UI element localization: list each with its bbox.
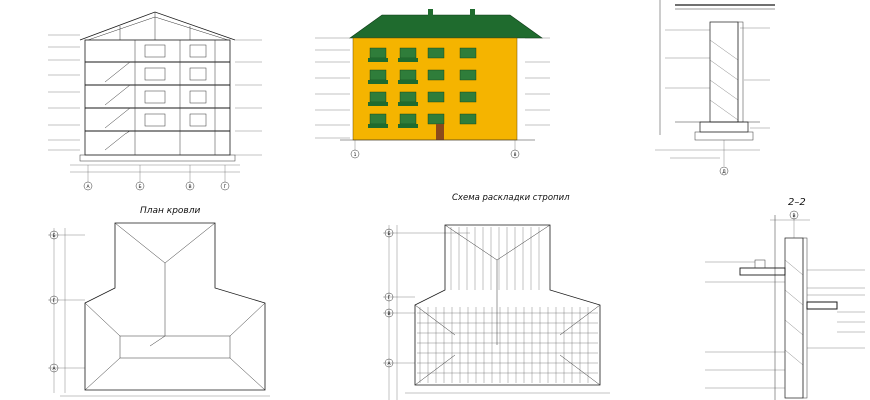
facade-window xyxy=(399,113,417,125)
wall-detail-drawing: Д xyxy=(655,0,775,176)
svg-text:В: В xyxy=(792,213,795,219)
svg-text:А: А xyxy=(86,184,90,190)
facade-roof xyxy=(349,14,543,39)
facade-window xyxy=(399,47,417,59)
section-2-2-axis-marker xyxy=(789,210,799,220)
facade-balcony xyxy=(398,102,418,106)
svg-text:В: В xyxy=(387,311,390,317)
facade-window xyxy=(427,69,445,81)
facade-balcony xyxy=(398,124,418,128)
facade-window xyxy=(427,47,445,59)
svg-text:1: 1 xyxy=(354,152,357,158)
facade-window xyxy=(369,69,387,81)
building-section-drawing: А Б В Г xyxy=(48,11,262,191)
svg-text:В: В xyxy=(188,184,191,190)
svg-text:Б: Б xyxy=(52,233,55,239)
section-axis-markers: А Б В Г xyxy=(83,165,230,191)
roof-outline-plan xyxy=(84,222,266,391)
staircase xyxy=(104,61,131,151)
facade-window xyxy=(427,113,445,125)
facade-window xyxy=(427,91,445,103)
facade-window xyxy=(459,69,477,81)
svg-text:А: А xyxy=(387,361,391,367)
rafter-grid xyxy=(417,227,598,383)
facade-window xyxy=(459,113,477,125)
facade-balcony xyxy=(368,80,388,84)
facade-window xyxy=(399,91,417,103)
section-2-2-title: 2–2 xyxy=(788,197,806,208)
facade-balcony xyxy=(368,58,388,62)
left-level-marks xyxy=(48,34,80,151)
svg-text:Г: Г xyxy=(388,295,391,301)
roof-plan-dimension-lines xyxy=(48,228,85,393)
facade-axis-markers: 1 8 xyxy=(350,140,520,159)
roof-plan-drawing: Б Г А xyxy=(48,222,270,397)
rafter-layout-drawing: Б Г В А xyxy=(383,224,610,400)
rafter-axis-markers: Б Г В А xyxy=(384,228,394,368)
wall-section-2-2-drawing: В xyxy=(705,210,865,400)
svg-text:Г: Г xyxy=(53,298,56,304)
rafter-outline xyxy=(414,224,601,386)
facade-drawing: 1 8 xyxy=(315,9,550,159)
facade-window xyxy=(369,91,387,103)
svg-text:Д: Д xyxy=(722,169,726,175)
facade-windows xyxy=(368,47,477,128)
svg-text:8: 8 xyxy=(514,152,517,158)
roof-outline xyxy=(79,11,236,41)
wall-detail-axis-marker xyxy=(719,166,729,176)
svg-text:Б: Б xyxy=(387,231,390,237)
svg-text:Г: Г xyxy=(224,184,227,190)
svg-text:А: А xyxy=(52,366,56,372)
roof-plan-title: План кровли xyxy=(140,206,201,216)
facade-balcony xyxy=(398,80,418,84)
facade-balcony xyxy=(398,58,418,62)
facade-window xyxy=(399,69,417,81)
facade-window xyxy=(369,113,387,125)
facade-window xyxy=(459,47,477,59)
svg-text:Б: Б xyxy=(138,184,141,190)
wall-body xyxy=(709,21,739,123)
facade-window xyxy=(369,47,387,59)
facade-balcony xyxy=(368,102,388,106)
roof-plan-axis-markers: Б Г А xyxy=(49,230,59,373)
rafter-layout-title: Схема раскладки стропил xyxy=(452,193,570,203)
wall-2-2 xyxy=(784,237,804,399)
facade-balcony xyxy=(368,124,388,128)
roof-ridges xyxy=(84,222,266,391)
facade-window xyxy=(459,91,477,103)
facade-entrance-door xyxy=(436,124,444,140)
